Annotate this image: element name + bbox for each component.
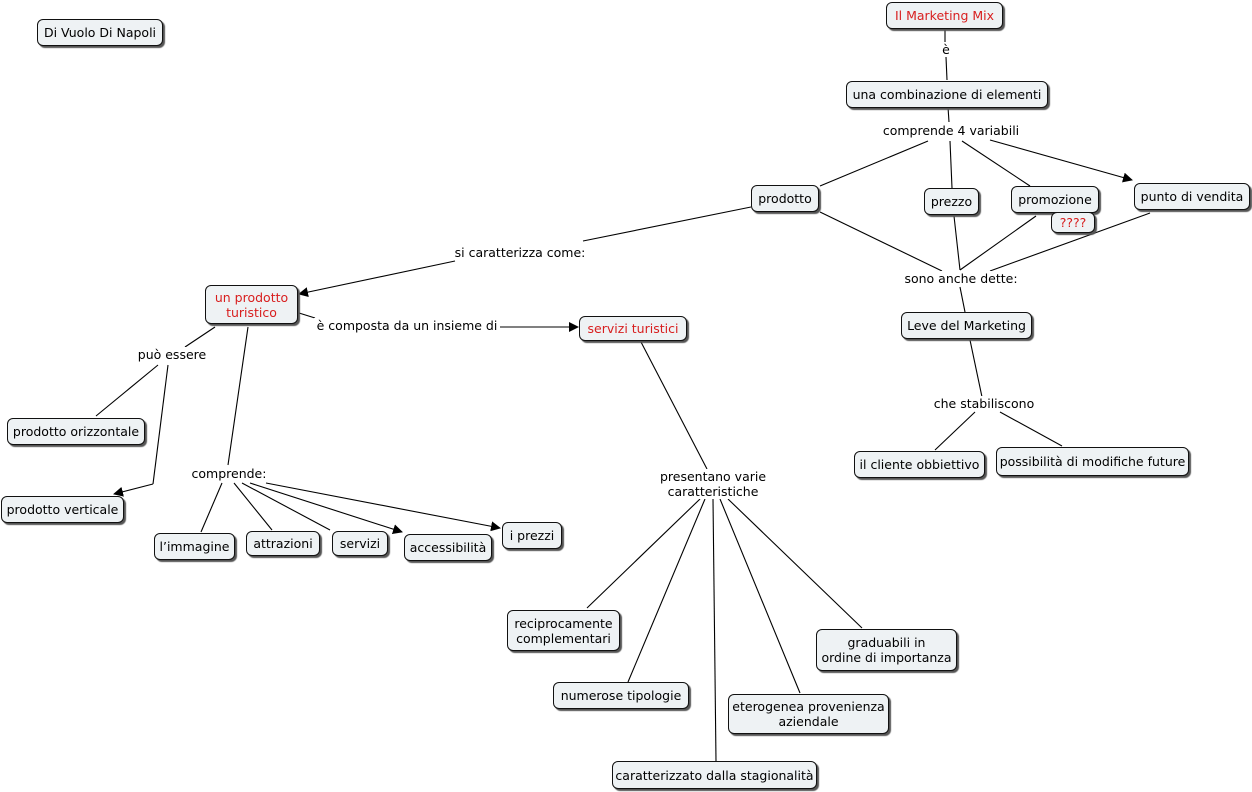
- concept-cliente[interactable]: il cliente obbiettivo: [854, 451, 985, 478]
- link-che-stabiliscono: che stabiliscono: [929, 396, 1039, 411]
- concept-tipologie[interactable]: numerose tipologie: [553, 682, 689, 709]
- link-comprende: comprende:: [187, 466, 271, 481]
- concept-promozione[interactable]: promozione: [1011, 186, 1099, 213]
- concept-immagine[interactable]: l’immagine: [154, 533, 235, 560]
- concept-combinazione[interactable]: una combinazione di elementi: [846, 81, 1048, 108]
- concept-prodotto-verticale[interactable]: prodotto verticale: [1, 496, 124, 523]
- link-si-caratterizza: si caratterizza come:: [450, 245, 590, 260]
- concept-punto-vendita[interactable]: punto di vendita: [1134, 183, 1250, 210]
- concept-attrazioni[interactable]: attrazioni: [246, 531, 320, 556]
- concept-prezzo[interactable]: prezzo: [924, 188, 979, 215]
- link-puo-essere: può essere: [133, 347, 211, 362]
- concept-servizi[interactable]: servizi: [332, 531, 388, 556]
- concept-servizi-turistici[interactable]: servizi turistici: [579, 316, 687, 341]
- concept-qmarks[interactable]: ????: [1051, 212, 1095, 233]
- concept-prodotto-orizzontale[interactable]: prodotto orizzontale: [7, 418, 145, 445]
- concept-graduabili[interactable]: graduabili in ordine di importanza: [816, 629, 957, 671]
- author-node[interactable]: Di Vuolo Di Napoli: [37, 19, 163, 46]
- concept-prezzi[interactable]: i prezzi: [502, 522, 562, 549]
- concept-prodotto[interactable]: prodotto: [751, 185, 819, 212]
- link-sono-anche-dette: sono anche dette:: [900, 271, 1022, 286]
- concept-accessibilita[interactable]: accessibilità: [404, 534, 492, 561]
- link-e: è: [937, 42, 955, 57]
- link-comprende-4-variabili: comprende 4 variabili: [880, 123, 1022, 138]
- link-composta: è composta da un insieme di: [314, 318, 500, 333]
- concept-modifiche[interactable]: possibilità di modifiche future: [996, 447, 1189, 476]
- concept-eterogenea[interactable]: eterogenea provenienza aziendale: [728, 694, 889, 734]
- concept-reciprocamente[interactable]: reciprocamente complementari: [507, 610, 620, 651]
- concept-stagionalita[interactable]: caratterizzato dalla stagionalità: [612, 761, 817, 789]
- concept-marketing-mix[interactable]: Il Marketing Mix: [886, 2, 1003, 29]
- concept-leve[interactable]: Leve del Marketing: [901, 312, 1032, 339]
- concept-prodotto-turistico[interactable]: un prodotto turistico: [205, 285, 298, 324]
- link-presentano: presentano varie caratteristiche: [652, 469, 774, 499]
